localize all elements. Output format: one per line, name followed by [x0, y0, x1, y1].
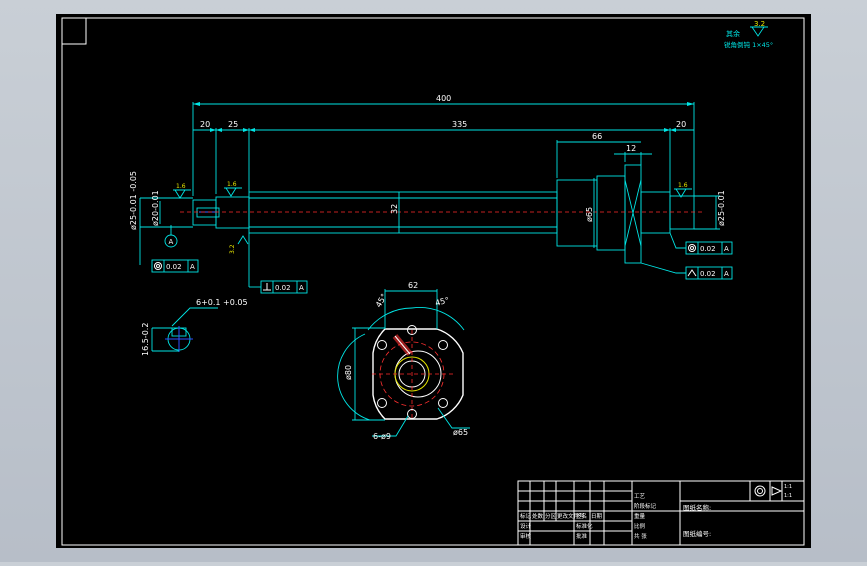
dim-total-length: 400 [436, 94, 451, 103]
tb-ratio: 比例 [634, 522, 646, 530]
rough-3: 1.6 [678, 182, 688, 189]
keyway-section: 16.5-0.2 6+0.1 +0.05 [141, 298, 248, 356]
dim-left-dia-2: ø20-0.01 [151, 190, 160, 226]
drawing-frame [61, 17, 805, 546]
dim-left-dia-1: ø25-0.01 -0.05 [129, 171, 138, 230]
roughness-value: 3.2 [754, 20, 765, 28]
dim-keyway-depth: 16.5-0.2 [141, 323, 150, 356]
tol-left-datum: A [190, 263, 195, 271]
dim-keyway-width: 6+0.1 +0.05 [196, 298, 248, 307]
dim-seg-right: 20 [676, 120, 686, 129]
rough-1: 1.6 [176, 183, 186, 190]
tol-right-2-datum: A [724, 270, 729, 278]
shaft-view: 400 20 25 335 20 66 12 32 ø65 [129, 94, 733, 294]
roughness-symbol-icon [750, 26, 768, 37]
dim-flange-width: 12 [626, 144, 636, 153]
datum-a-icon [164, 234, 178, 248]
tb-process: 工艺 [634, 493, 646, 500]
tb-standard: 标准化 [576, 522, 593, 530]
dim-holes: 6-ø9 [373, 432, 391, 441]
rough-4: 3.2 [229, 244, 236, 254]
tol-frame-right-1 [685, 241, 733, 255]
dim-nut-dia: ø65 [585, 207, 594, 222]
chamfer-note: 锐角倒钝 1×45° [724, 40, 773, 49]
dim-angle-2: 45° [434, 296, 450, 308]
tb-sign: 签名 [576, 512, 587, 520]
title-block: 1:1 1:1 标记 处数 分区 更改文件号 签名 日期 设计 审核 标准化 批… [517, 480, 805, 546]
flange-outline [372, 328, 464, 420]
tb-design: 设计 [520, 522, 532, 530]
corner-box [61, 17, 87, 45]
dim-nut-length: 66 [592, 132, 602, 141]
tb-mark: 标记 [520, 512, 532, 520]
tb-drawing-no: 图纸编号: [683, 529, 711, 538]
dim-pcd-65: ø65 [453, 428, 468, 437]
tol-perp-datum: A [299, 284, 304, 292]
tb-approve: 批准 [576, 532, 588, 540]
tb-drawing-name: 图纸名称: [683, 503, 711, 512]
tb-mat-1: 1:1 [784, 484, 792, 490]
flange-view: 62 45° 45° ø80 6-ø9 ø65 [337, 281, 470, 441]
projection-circle-icon [754, 485, 766, 497]
tb-sheet: 共 张 [634, 532, 647, 540]
dim-right-dia: ø25-0.01 [717, 190, 726, 226]
tol-right-2-value: 0.02 [700, 270, 716, 278]
tb-stage: 阶段标记 [634, 502, 657, 510]
tol-frame-perp [260, 280, 308, 294]
dim-flange-80: ø80 [344, 365, 353, 380]
tol-frame-left [151, 259, 199, 273]
tol-right-1-value: 0.02 [700, 245, 716, 253]
tol-perp-value: 0.02 [275, 284, 291, 292]
tb-review: 审核 [520, 532, 532, 540]
tb-count: 处数 [532, 512, 544, 520]
tol-left-value: 0.02 [166, 263, 182, 271]
rough-2: 1.6 [227, 181, 237, 188]
dim-shaft-dia: 32 [390, 204, 399, 214]
roughness-note: 其余 3.2 锐角倒钝 1×45° [724, 20, 773, 49]
model-space [56, 14, 811, 548]
tb-mat-2: 1:1 [784, 493, 792, 499]
tb-division: 分区 [545, 512, 557, 520]
dim-seg-left-2: 25 [228, 120, 238, 129]
datum-a-label: A [169, 238, 174, 246]
tol-right-1-datum: A [724, 245, 729, 253]
projection-cone-icon [771, 486, 783, 496]
tb-weight: 重量 [634, 512, 646, 520]
dim-seg-left-1: 20 [200, 120, 210, 129]
tb-change-doc: 更改文件号 [557, 512, 585, 520]
tol-frame-right-2 [685, 266, 733, 280]
dim-seg-middle: 335 [452, 120, 467, 129]
dim-flange-62: 62 [408, 281, 418, 290]
tb-date: 日期 [591, 513, 603, 520]
note-remainder: 其余 [726, 29, 740, 38]
